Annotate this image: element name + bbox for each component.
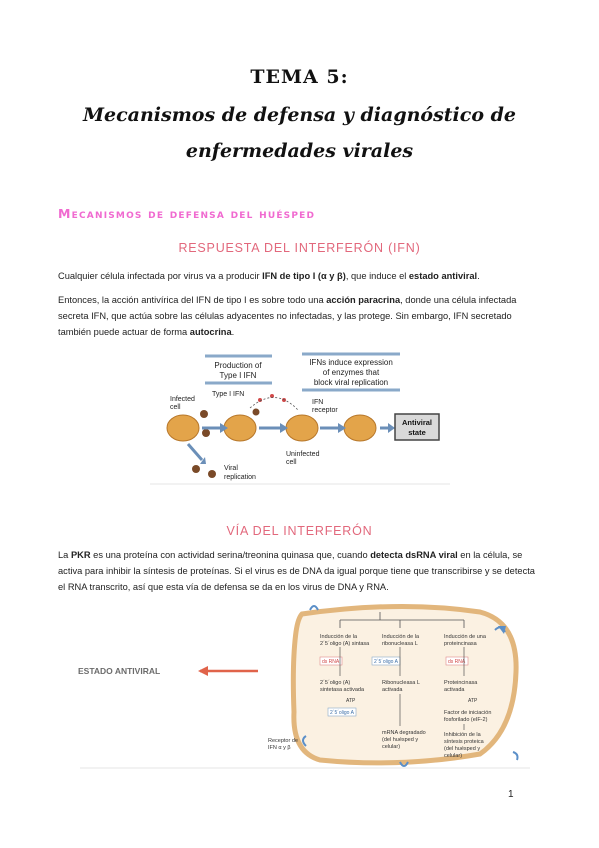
mrna-line1: mRNA degradado <box>382 730 426 736</box>
uninfected-line2: cell <box>286 459 297 466</box>
type1-label: Type I IFN <box>212 391 244 398</box>
ifn-response-figure: Production of Type I IFN IFNs induce exp… <box>150 348 450 486</box>
mrna-line3: celular) <box>382 744 400 750</box>
receptor-label-line2: IFN α y β <box>268 745 291 751</box>
title-line-1: Mecanismos de defensa y diagnóstico de <box>82 104 517 126</box>
infected-line1: Infected <box>170 396 195 403</box>
antiviral-line1: Antiviral <box>402 418 432 427</box>
virus-icon <box>200 410 208 418</box>
mrna-line2: (del huésped y <box>382 737 418 743</box>
tema-label: TEMA 5: <box>250 66 349 88</box>
infected-line2: cell <box>170 404 181 411</box>
atp-label-2: ATP <box>468 698 478 704</box>
col3-line2: proteincinasa <box>444 641 478 647</box>
box1-line1: Production of <box>214 361 262 370</box>
virus-icon <box>202 429 210 437</box>
viral-line2: replication <box>224 474 256 481</box>
oligoA-tag: 2´5´oligo A <box>374 659 399 665</box>
receptor-icon <box>302 735 307 747</box>
subheading-ifn-response: RESPUESTA DEL INTERFERÓN (IFN) <box>178 241 421 255</box>
subheading-ifn-pathway: VÍA DEL INTERFERÓN <box>226 524 373 538</box>
oligoA-tag-2: 2´5´oligo A <box>330 710 355 716</box>
paragraph-3: La PKR es una proteína con actividad ser… <box>58 550 535 592</box>
ifn-pathway-figure: ESTADO ANTIVIRAL Inducción de la 2´5´oli… <box>70 602 530 770</box>
atp-label: ATP <box>346 698 356 704</box>
estado-antiviral-label: ESTADO ANTIVIRAL <box>78 666 160 676</box>
uninfected-line1: Uninfected <box>286 451 320 458</box>
box2-line3: block viral replication <box>314 378 388 387</box>
antiviral-line2: state <box>408 428 426 437</box>
sintetasa-line2: sintetasa activada <box>320 687 365 693</box>
cell-outline <box>290 603 519 766</box>
arrow-icon <box>186 443 204 461</box>
dsrna-tag-2: ds RNA <box>448 659 466 665</box>
sintetasa-line1: 2´5´oligo (A) <box>320 680 350 686</box>
col3-line1: Inducción de una <box>444 634 487 640</box>
cell-icon <box>223 414 257 442</box>
section-heading: Mecanismos de defensa del huésped <box>58 206 316 221</box>
factor-line2: fosforilado (eIF-2) <box>444 717 488 723</box>
receptor-line1: IFN <box>312 399 323 406</box>
protected-cell-icon <box>343 414 377 442</box>
virus-icon <box>208 470 216 478</box>
virus-icon <box>192 465 200 473</box>
virus-icon <box>252 408 260 416</box>
viral-line1: Viral <box>224 465 238 472</box>
paragraph-2: Entonces, la acción antivírica del IFN d… <box>58 295 517 337</box>
col1-line2: 2´5´oligo (A) sintasa <box>320 641 370 647</box>
infected-cell-icon <box>166 414 200 442</box>
antiviral-state-box <box>394 413 440 441</box>
factor-line1: Factor de iniciación <box>444 710 491 716</box>
inhib-line1: Inhibición de la <box>444 732 482 738</box>
col2-line1: Inducción de la <box>382 634 420 640</box>
ribo-line1: Ribonucleasa L <box>382 680 420 686</box>
inhib-line4: celular) <box>444 753 462 759</box>
receptor-icon <box>309 605 319 611</box>
page-number: 1 <box>508 789 514 800</box>
protein-line1: Proteincinasa <box>444 680 478 686</box>
protein-line2: activada <box>444 687 465 693</box>
receptor-icon <box>399 761 409 767</box>
box2-line1: IFNs induce expression <box>309 358 393 367</box>
title-line-2: enfermedades virales <box>185 140 414 162</box>
dsrna-tag: ds RNA <box>322 659 340 665</box>
receptor-label-line1: Receptor de <box>268 738 298 744</box>
col2-line2: ribonucleasa L <box>382 641 418 647</box>
paragraph-1: Cualquier célula infectada por virus va … <box>58 271 480 281</box>
uninfected-cell-icon <box>285 414 319 442</box>
ribo-line2: activada <box>382 687 403 693</box>
inhib-line3: (del huésped y <box>444 746 480 752</box>
receptor-line2: receptor <box>312 407 338 414</box>
box1-line2: Type I IFN <box>220 371 257 380</box>
box2-line2: of enzymes that <box>323 368 380 377</box>
inhib-line2: síntesis proteica <box>444 739 485 745</box>
receptor-icon <box>512 751 519 761</box>
col1-line1: Inducción de la <box>320 634 358 640</box>
